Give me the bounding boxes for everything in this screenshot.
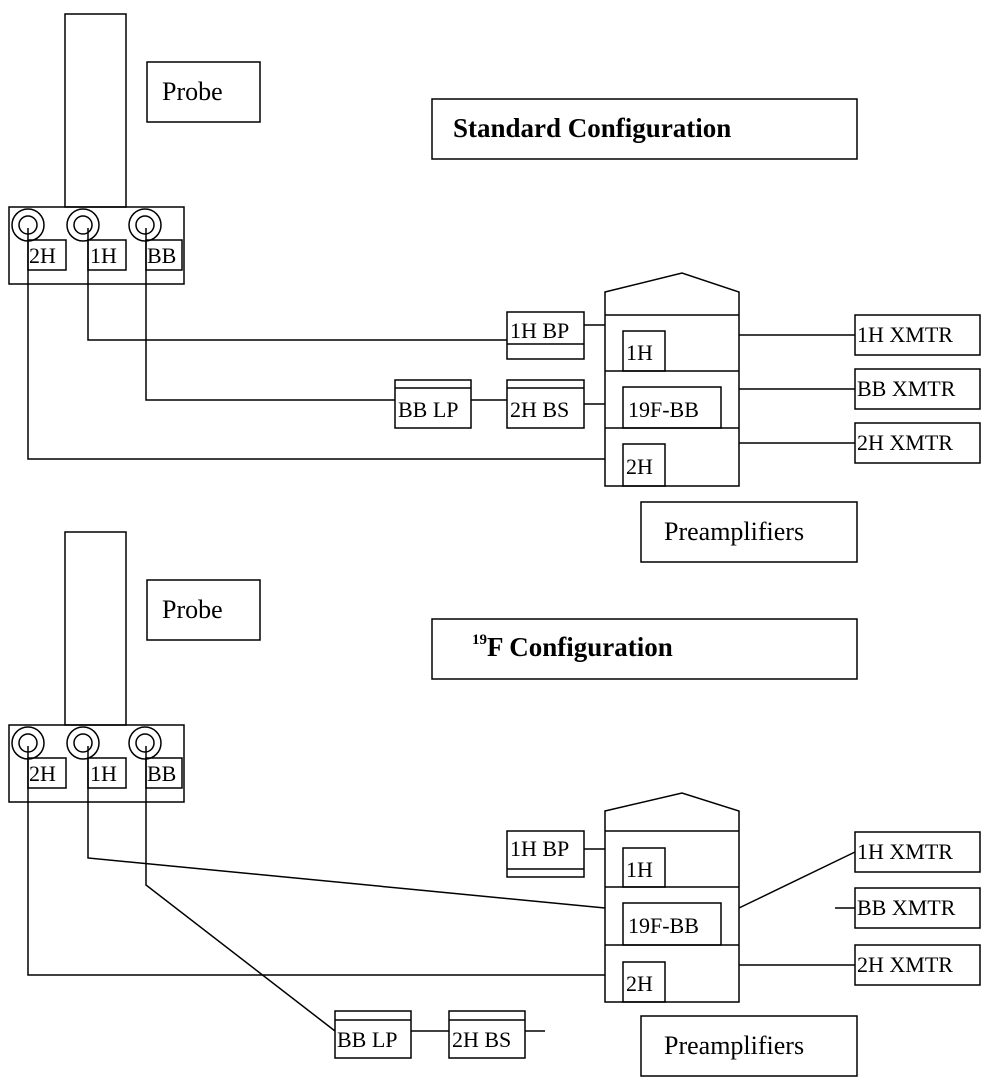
port-label-2h: 2H [29,761,56,786]
cable-1h [87,228,507,341]
xmtr-2h-box [854,422,981,464]
cable-bb [145,746,336,1032]
fluorine-section [8,531,981,1077]
preamplifiers-label-box [640,501,858,563]
port-connector [66,726,100,760]
preamp-channel-label-19f-bb: 19F-BB [628,913,699,938]
xmtr-bb-box [854,368,981,410]
standard-section [8,13,981,563]
xmtr-2h-box [854,944,981,986]
filter-label-1h-bp: 1H BP [510,836,570,861]
cable-2h [27,746,605,976]
title-box [431,618,858,680]
cable-1h [87,746,606,909]
port-label-bb: BB [147,761,177,786]
port-label-2h: 2H [29,243,56,268]
xmtr-label-bb: BB XMTR [857,376,956,401]
preamp-channel-label-2h: 2H [626,454,653,479]
port-connector [128,208,162,242]
probe-label-box [146,61,261,123]
port-label-bb: BB [147,243,177,268]
xmtr-bb-box [854,887,981,929]
preamp-channel-label-1h: 1H [626,340,653,365]
probe-label: Probe [162,77,223,106]
preamp-channel-label-19f-bb: 19F-BB [628,397,699,422]
probe-label-box [146,579,261,641]
filter-label-1h-bp: 1H BP [510,318,570,343]
lead-1h-xmtr [738,851,856,909]
xmtr-1h-box [854,314,981,356]
filter-label-2h-bs: 2H BS [452,1027,512,1052]
port-label-1h: 1H [90,243,117,268]
xmtr-label-2h: 2H XMTR [857,952,953,977]
preamp-channel-2h-box [622,443,666,487]
preamplifiers-label: Preamplifiers [664,1031,805,1060]
preamp-housing [604,272,740,487]
preamp-channel-label-1h: 1H [626,857,653,882]
xmtr-label-1h: 1H XMTR [857,839,953,864]
connector-block [8,206,185,285]
filter-label-2h-bs: 2H BS [510,397,570,422]
filter-label-bb-lp: BB LP [398,397,459,422]
xmtr-1h-box [854,831,981,873]
filter-2h-bs-box [448,1010,526,1059]
preamp-channel-19f-bb-box [622,386,722,429]
preamp-housing [604,792,740,1003]
filter-1h-bp-box [506,830,585,878]
preamplifiers-label-box [640,1015,858,1077]
preamp-channel-2h-box [622,961,666,1003]
xmtr-label-2h: 2H XMTR [857,430,953,455]
filter-label-bb-lp: BB LP [337,1027,398,1052]
filter-bb-lp-box [394,379,472,429]
port-label-1h: 1H [90,761,117,786]
filter-1h-bp-box [506,311,585,360]
xmtr-label-bb: BB XMTR [857,895,956,920]
config-title: 19F Configuration [472,633,673,661]
config-title-superscript: 19 [472,632,487,648]
port-connector [66,208,100,242]
cable-bb [145,228,395,401]
preamp-channel-1h-box [622,847,666,888]
port-connector [128,726,162,760]
preamplifiers-label: Preamplifiers [664,517,805,546]
config-title-text: F Configuration [487,632,673,662]
probe-label: Probe [162,595,223,624]
xmtr-label-1h: 1H XMTR [857,322,953,347]
preamp-channel-19f-bb-box [622,902,722,946]
preamp-channel-label-2h: 2H [626,971,653,996]
config-title: Standard Configuration [453,113,732,143]
preamp-channel-1h-box [622,330,666,372]
filter-bb-lp-box [334,1010,412,1059]
title-box [431,98,858,160]
connector-block [8,724,185,803]
cable-2h [27,228,605,460]
filter-2h-bs-box [506,379,585,429]
